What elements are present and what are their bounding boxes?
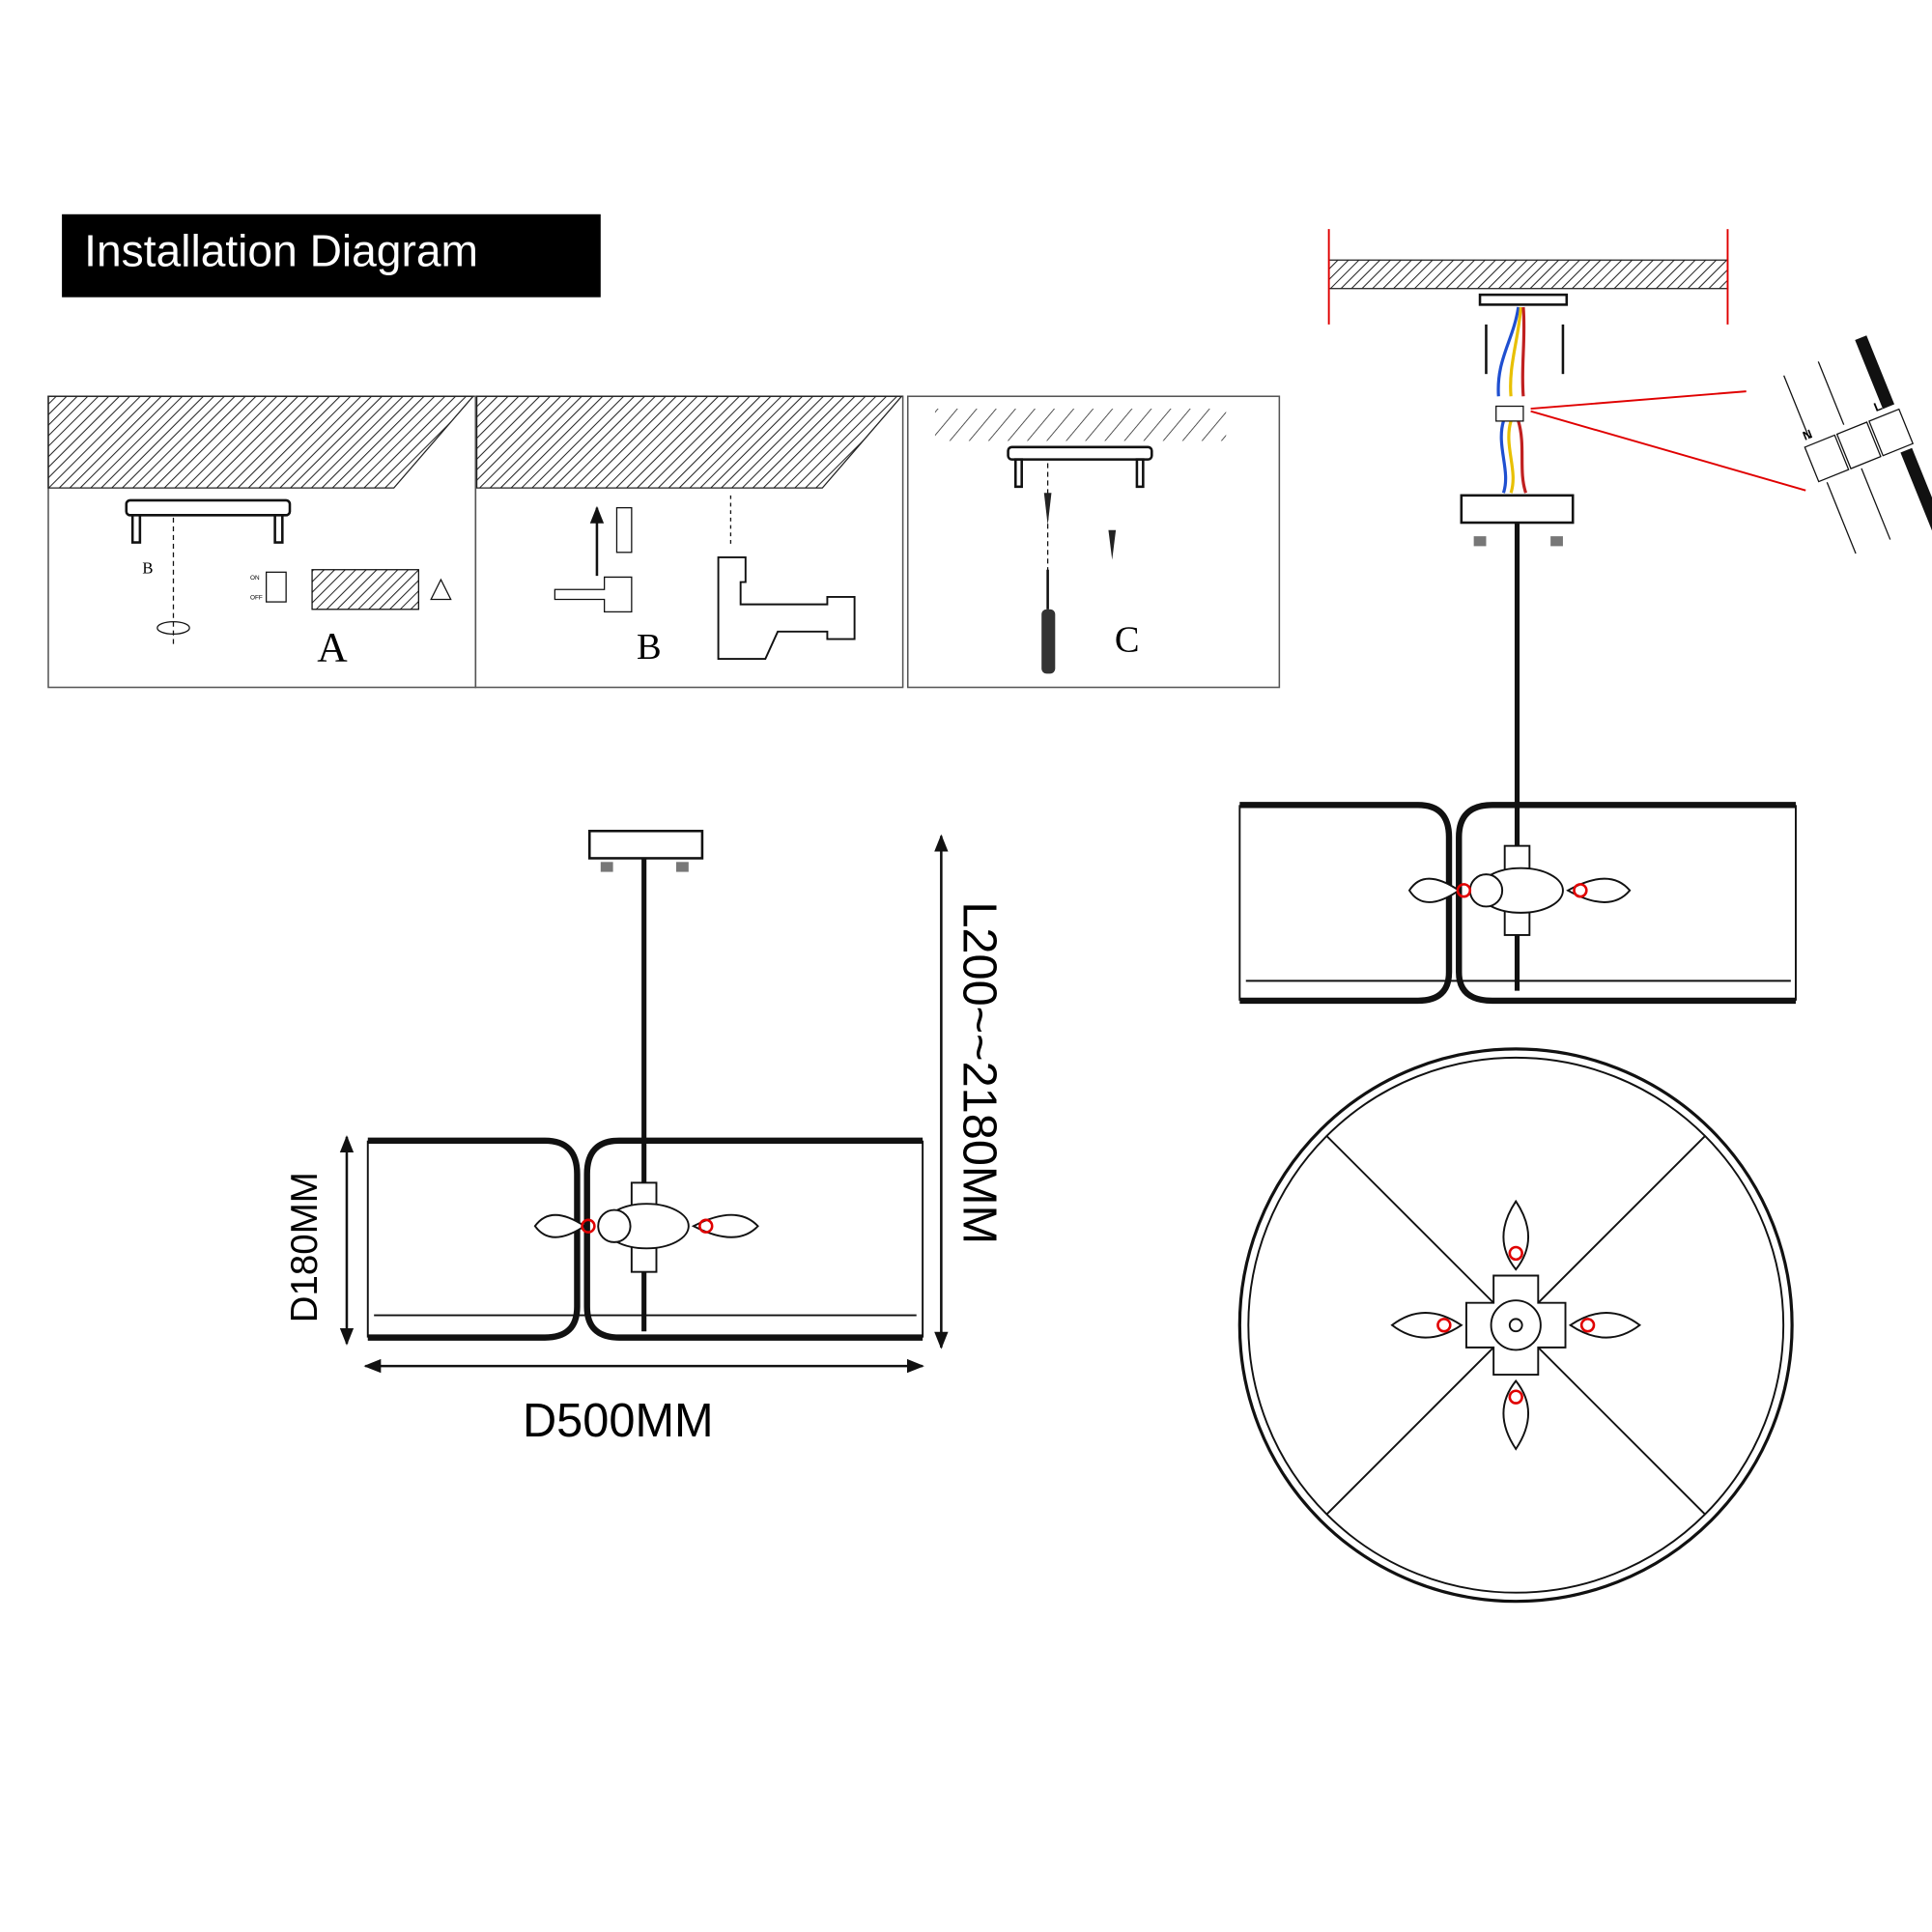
wall-plug-icon [615, 507, 633, 554]
bulb-icon [691, 1213, 759, 1238]
terminal-block-icon [1495, 405, 1524, 422]
canopy [1460, 494, 1575, 525]
hammer-icon [554, 576, 633, 612]
rotate-icon [156, 620, 190, 636]
terminal-connector-detail: N L [1783, 335, 1932, 554]
bulb-icon [533, 1213, 586, 1238]
title-banner: Installation Diagram [62, 213, 601, 298]
side-view-shade [1238, 802, 1797, 1005]
canopy [587, 829, 704, 860]
bulb-icon [1566, 877, 1632, 903]
height-dimension-label: D180MM [284, 1172, 326, 1322]
switch-off-label: OFF [250, 595, 263, 602]
elevation-view: D180MM D500MM L200~~2180MM [284, 829, 1005, 1447]
switch-on-label: ON [250, 575, 260, 582]
diameter-dimension-label: D500MM [523, 1395, 714, 1447]
step-label-b: B [142, 559, 153, 578]
page-title: Installation Diagram [84, 226, 478, 276]
ceiling-wiring-view: N L [1327, 229, 1932, 991]
step-panel-3: C [934, 409, 1227, 674]
mounting-bracket-icon [125, 498, 292, 544]
screw-icon [1043, 493, 1052, 526]
step-panel-2: B [475, 395, 903, 668]
step-label-b: B [637, 627, 662, 668]
power-switch-icon [266, 569, 452, 611]
step-label-a: A [317, 625, 348, 671]
drill-icon [717, 555, 856, 661]
bulb-icon [1407, 877, 1461, 903]
neutral-label: N [1801, 426, 1814, 442]
bottom-view-shade [1237, 1047, 1794, 1604]
screw-icon [1108, 529, 1117, 560]
length-dimension-label: L200~~2180MM [952, 901, 1005, 1244]
mounting-bracket-icon [1007, 445, 1153, 489]
screwdriver-icon [1041, 609, 1056, 674]
step-panel-1: B ON OFF A [47, 395, 475, 671]
step-label-c: C [1115, 619, 1140, 660]
